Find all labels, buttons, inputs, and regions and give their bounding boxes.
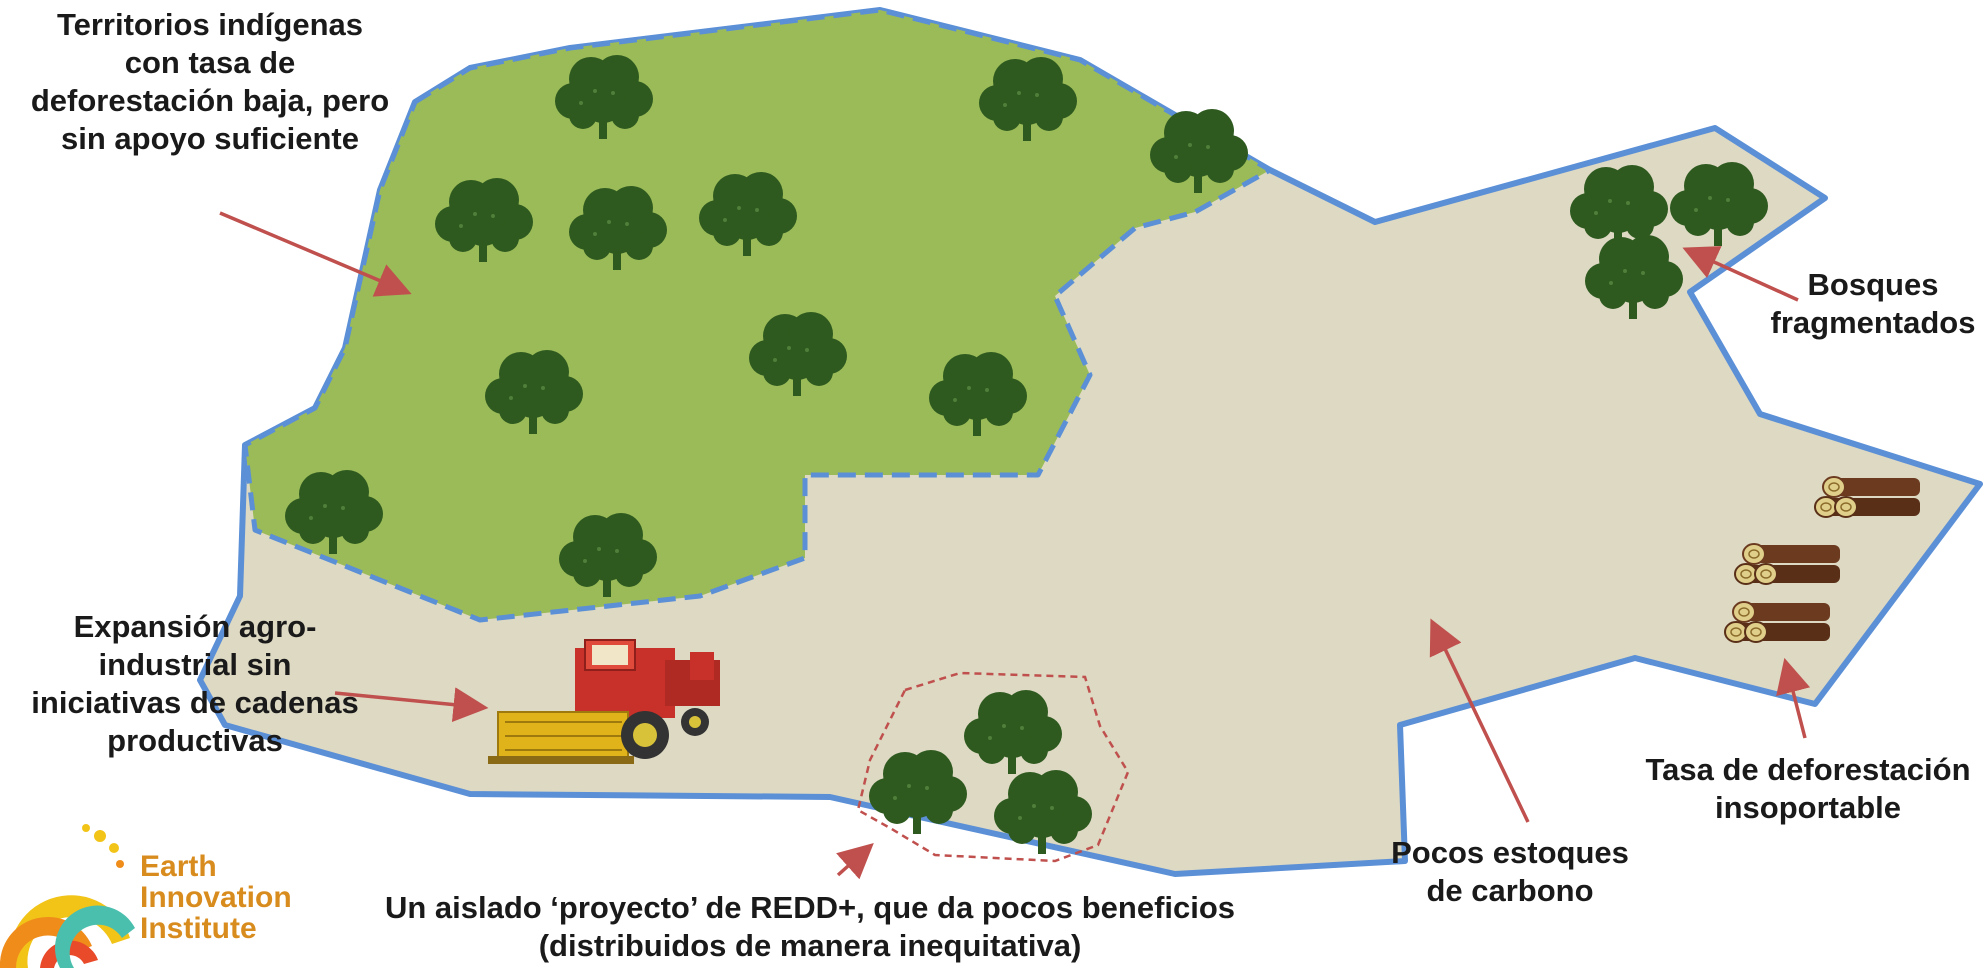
- redd-project-area: [856, 671, 1130, 863]
- arrow-icon: [219, 211, 412, 297]
- redd-project-label: Un aislado ‘proyecto’ de REDD+, que da p…: [320, 889, 1300, 965]
- label-line: Territorios indígenas: [56, 7, 364, 42]
- label-line: Pocos estoques: [1391, 835, 1629, 870]
- fragmented-forests-label: Bosques fragmentados: [1758, 266, 1988, 342]
- label-line: fragmentados: [1770, 305, 1976, 340]
- logo-text-line: Innovation: [140, 881, 292, 914]
- label-line: de carbono: [1426, 873, 1594, 908]
- logo-text-line: Earth: [140, 850, 217, 883]
- label-line: insoportable: [1714, 790, 1901, 825]
- logo-text-line: Institute: [140, 912, 257, 945]
- arrow-icon: [1682, 246, 1799, 302]
- label-line: Expansión agro-: [73, 609, 317, 644]
- carbon-stocks-label: Pocos estoques de carbono: [1370, 834, 1650, 910]
- label-line: iniciativas de cadenas: [31, 685, 359, 720]
- label-line: sin apoyo suficiente: [60, 121, 359, 156]
- label-line: deforestación baja, pero: [30, 83, 390, 118]
- indigenous-territories-label: Territorios indígenas con tasa de defore…: [0, 6, 420, 158]
- label-line: (distribuidos de manera inequitativa): [538, 928, 1082, 963]
- deforestation-rate-label: Tasa de deforestación insoportable: [1628, 751, 1988, 827]
- earth-innovation-logo: Earth Innovation Institute: [0, 818, 330, 973]
- label-line: Un aislado ‘proyecto’ de REDD+, que da p…: [384, 890, 1236, 925]
- arrow-icon: [1429, 618, 1530, 823]
- agro-expansion-label: Expansión agro- industrial sin iniciativ…: [0, 608, 390, 760]
- indigenous-forest-region: [242, 7, 1273, 623]
- arrow-icon: [1776, 657, 1811, 739]
- label-line: industrial sin: [98, 647, 292, 682]
- label-line: Bosques: [1807, 267, 1939, 302]
- logo-sun-icon: [0, 824, 135, 968]
- arrow-icon: [836, 843, 874, 880]
- arrow-icon: [334, 687, 489, 723]
- label-line: productivas: [107, 723, 283, 758]
- label-line: Tasa de deforestación: [1645, 752, 1971, 787]
- harvester-icon: [488, 639, 720, 764]
- label-line: con tasa de: [124, 45, 296, 80]
